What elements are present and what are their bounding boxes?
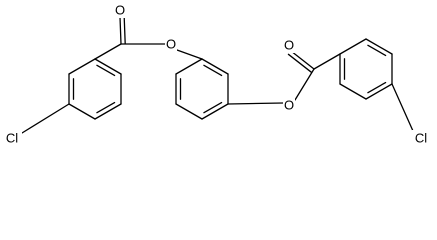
atom-cl-right: Cl [415,131,427,146]
atom-cl-left: Cl [6,131,18,146]
right-ring-bond [365,83,393,100]
atom-bg [283,37,295,53]
left-ring-bond [94,58,122,75]
right-ring-bond [339,83,367,100]
atom-bg [114,2,126,18]
center-ring-inner-bond [203,101,223,114]
atom-o-carbonyl-left: O [115,3,125,18]
atom-o-carbonyl-right: O [284,38,294,53]
bond [391,83,414,132]
bond [176,49,203,60]
bond [123,16,126,45]
left-ring-inner-bond [96,64,116,77]
atom-o-ester-right: O [284,98,294,113]
left-ring-bond [68,103,96,120]
bond [294,68,315,101]
bond [313,53,341,70]
atom-label-layer: O O O O Cl Cl [2,2,432,146]
bond [290,50,315,70]
center-ring-bond [201,103,229,120]
right-ring-bond [339,38,367,55]
atom-bg [283,97,295,113]
right-ring-inner-bond [367,81,387,94]
center-ring-bond [201,58,229,75]
bond-layer [21,16,414,134]
atom-bg [412,130,432,146]
bond [21,103,70,134]
bond [119,16,122,45]
bond [94,43,122,60]
structure-diagram: O O O O Cl Cl [2,2,432,146]
bond [227,102,284,105]
left-ring-inner-bond [96,101,116,114]
center-ring-inner-bond [203,64,223,77]
atom-bg [165,36,177,52]
right-ring-bond [365,38,393,55]
atom-o-ester-left: O [166,37,176,52]
molecule-drawing: O O O O Cl Cl [2,2,432,146]
bond [287,53,313,73]
center-ring-bond [175,103,203,120]
center-ring-bond [175,58,203,75]
left-ring-bond [68,58,96,75]
left-ring-bond [94,103,122,120]
atom-bg [2,130,22,146]
right-ring-inner-bond [367,44,387,57]
